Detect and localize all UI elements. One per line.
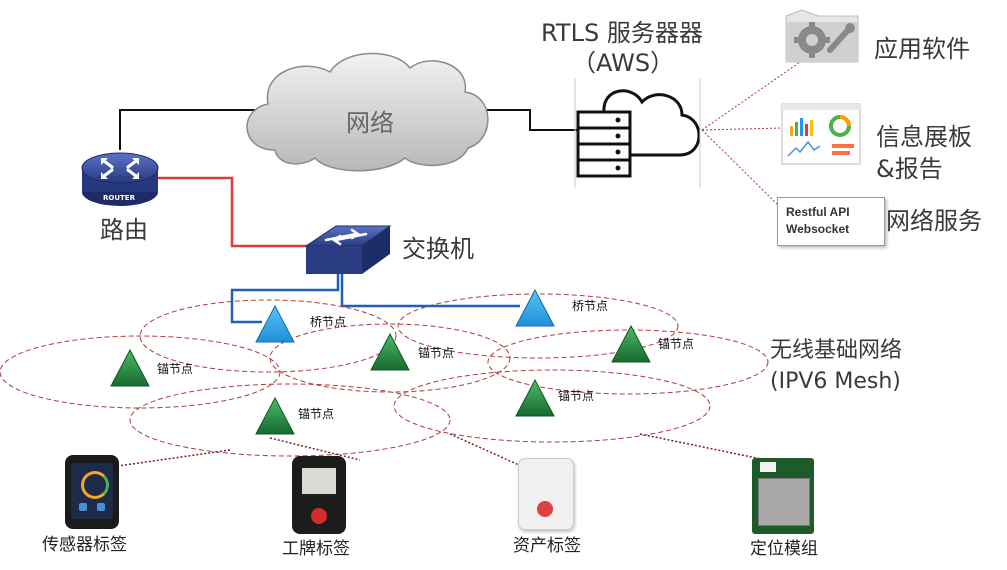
mesh-label-line1: 无线基础网络 xyxy=(770,338,903,363)
bridge-node-2 xyxy=(515,288,555,327)
sensor-tag-gauge xyxy=(81,471,109,499)
anchor-node-2 xyxy=(370,332,410,371)
badge-tag-device xyxy=(292,456,346,534)
sensor-tag-screen xyxy=(71,463,113,519)
module-label: 定位模组 xyxy=(750,539,818,559)
badge-tag-button xyxy=(311,508,327,524)
anchor-node-4 xyxy=(255,396,295,435)
anchor-label-2: 锚节点 xyxy=(418,346,455,360)
anchor-label-4: 锚节点 xyxy=(298,407,335,421)
device-links xyxy=(117,433,767,471)
anchor-label-3: 锚节点 xyxy=(658,337,695,351)
anchor-label-1: 锚节点 xyxy=(157,362,194,376)
bridge-node-1 xyxy=(255,304,295,343)
wan-links xyxy=(119,109,578,150)
anchor-node-1 xyxy=(110,348,150,387)
service-links xyxy=(701,61,801,206)
mesh-label-line2: (IPV6 Mesh) xyxy=(770,369,901,394)
switch-label: 交换机 xyxy=(402,235,474,263)
server-icon xyxy=(576,89,701,178)
anchor-node-5 xyxy=(515,378,555,417)
api-box: Restful API Websocket xyxy=(777,197,885,246)
module-shield xyxy=(758,478,810,526)
server-title-line2: （AWS） xyxy=(572,49,675,77)
dashboard-icon xyxy=(781,103,861,165)
router-switch-link xyxy=(158,176,308,248)
dashboard-label-line1: 信息展板 xyxy=(876,123,972,151)
asset-tag-device xyxy=(518,458,574,530)
apps-label: 应用软件 xyxy=(874,35,970,63)
router-badge: ROUTER xyxy=(103,194,135,202)
gear-icon xyxy=(785,9,859,63)
cloud-label: 网络 xyxy=(346,109,394,137)
sensor-tag-label: 传感器标签 xyxy=(42,535,127,555)
router-icon xyxy=(81,152,159,206)
bridge-label-2: 桥节点 xyxy=(572,299,609,313)
sensor-tag-device xyxy=(65,455,119,529)
anchor-node-3 xyxy=(611,324,651,363)
bridge-label-1: 桥节点 xyxy=(310,315,347,329)
switch-bridge-links xyxy=(230,262,520,324)
switch-icon xyxy=(304,225,392,274)
dashboard-label-line2: &报告 xyxy=(876,155,943,183)
badge-tag-label: 工牌标签 xyxy=(282,539,350,559)
web-services-label: 网络服务 xyxy=(886,207,982,235)
asset-tag-label: 资产标签 xyxy=(513,536,581,556)
module-device xyxy=(752,458,814,534)
server-title-line1: RTLS 服务器器 xyxy=(541,19,703,47)
asset-tag-button xyxy=(537,501,553,517)
router-label: 路由 xyxy=(100,216,148,244)
anchor-label-5: 锚节点 xyxy=(558,389,595,403)
cloud-icon xyxy=(246,52,489,172)
api-label-line1: Restful API xyxy=(786,205,850,219)
mesh-ellipses xyxy=(0,293,769,457)
api-label-line2: Websocket xyxy=(786,222,850,237)
badge-tag-screen xyxy=(302,468,336,494)
